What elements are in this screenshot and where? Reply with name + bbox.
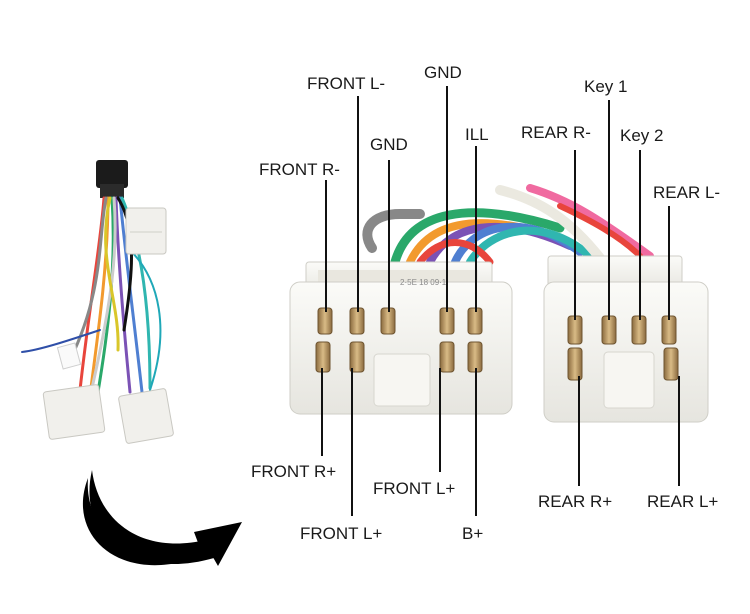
connector-left xyxy=(289,261,513,415)
label-key2: Key 2 xyxy=(620,126,664,145)
label-rear-r-plus: REAR R+ xyxy=(538,492,613,511)
label-rear-r-minus: REAR R- xyxy=(521,123,591,142)
label-rear-l-minus: REAR L- xyxy=(653,183,721,202)
label-rear-l-plus: REAR L+ xyxy=(647,492,719,511)
thumb-connector-right xyxy=(118,388,174,444)
label-gnd-mid: GND xyxy=(370,135,408,154)
label-front-r-plus: FRONT R+ xyxy=(251,462,337,481)
label-key1: Key 1 xyxy=(584,77,628,96)
wire-bundle xyxy=(362,184,654,267)
thumb-connector-left xyxy=(42,384,106,440)
label-ill: ILL xyxy=(465,125,489,144)
harness-thumbnail xyxy=(21,160,174,444)
label-b-plus: B+ xyxy=(462,524,484,543)
head-unit-plug xyxy=(96,160,128,188)
label-front-l-minus: FRONT L- xyxy=(307,74,386,93)
leader-lines xyxy=(321,86,680,516)
label-gnd-top: GND xyxy=(424,63,462,82)
connector-marking: 2·5E 18 09·1 xyxy=(400,278,447,287)
label-front-l-plus-mid: FRONT L+ xyxy=(373,479,456,498)
label-front-r-minus: FRONT R- xyxy=(259,160,340,179)
label-front-l-plus-low: FRONT L+ xyxy=(300,524,383,543)
connector-right xyxy=(543,255,709,423)
curved-arrow xyxy=(82,470,243,566)
thumb-connector-top xyxy=(125,207,167,255)
